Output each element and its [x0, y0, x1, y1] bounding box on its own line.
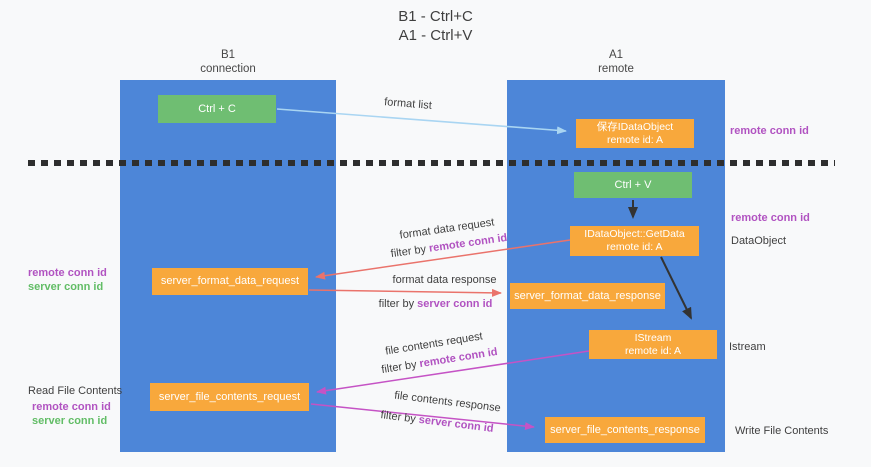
idataobject-getdata-box: IDataObject::GetData remote id: A	[570, 226, 699, 256]
arrow-format-list	[276, 108, 567, 135]
ctrl-c-label: Ctrl + C	[198, 102, 236, 115]
server-file-contents-response-box: server_file_contents_response	[545, 417, 705, 443]
lane-header-b1: B1 connection	[158, 48, 298, 76]
remote-conn-id-label-top-right: remote conn id	[730, 125, 809, 137]
idataobject-getdata-line2: remote id: A	[606, 241, 663, 253]
remote-conn-id-label-left-bottom: remote conn id	[32, 401, 111, 413]
lane-header-a1: A1 remote	[546, 48, 686, 76]
istream-line2: remote id: A	[624, 344, 682, 357]
filter-prefix: filter by	[378, 298, 418, 310]
remote-conn-id-label-left: remote conn id	[28, 267, 107, 279]
lane-b1-name: B1	[220, 49, 236, 61]
idataobject-getdata-line1: IDataObject::GetData	[584, 228, 685, 240]
server-file-contents-response-label: server_file_contents_response	[550, 423, 700, 436]
filter-by-server-conn-id-label-1: filter by server conn id	[378, 298, 493, 310]
istream-box: IStream remote id: A	[589, 330, 717, 359]
filter-highlight-server: server conn id	[417, 298, 493, 310]
save-idataobject-line1: 保存IDataObject	[596, 120, 674, 133]
save-idataobject-box: 保存IDataObject remote id: A	[576, 119, 694, 148]
server-file-contents-request-box: server_file_contents_request	[150, 383, 309, 411]
server-format-data-response-box: server_format_data_response	[510, 283, 665, 309]
diagram-title: B1 - Ctrl+C A1 - Ctrl+V	[0, 7, 871, 45]
server-conn-id-label-left: server conn id	[28, 281, 104, 293]
lane-a1-name: A1	[608, 49, 624, 61]
arrow-format-data-response	[308, 288, 502, 297]
istream-side-label: Istream	[729, 341, 766, 353]
diagram-title-line1: B1 - Ctrl+C	[398, 8, 473, 25]
arrow-file-contents-request	[316, 350, 590, 395]
arrow-getdata-to-istream	[660, 256, 692, 320]
istream-line1: IStream	[634, 331, 672, 344]
save-idataobject-line2: remote id: A	[606, 133, 664, 146]
lane-a1-subtitle: remote	[598, 63, 634, 75]
format-data-response-label: format data response	[392, 274, 497, 286]
server-format-data-request-box: server_format_data_request	[152, 268, 308, 295]
write-file-contents-label: Write File Contents	[735, 425, 829, 437]
read-file-contents-label: Read File Contents	[28, 385, 123, 397]
remote-conn-id-label-mid-right: remote conn id	[731, 212, 810, 224]
ctrl-v-label: Ctrl + V	[614, 178, 652, 191]
lane-b1-subtitle: connection	[200, 63, 256, 75]
dataobject-label: DataObject	[731, 235, 787, 247]
server-format-data-request-label: server_format_data_request	[160, 275, 300, 287]
ctrl-c-box: Ctrl + C	[158, 95, 276, 123]
arrow-file-contents-response	[310, 403, 535, 431]
dashed-divider	[28, 160, 835, 166]
server-conn-id-label-left-bottom: server conn id	[32, 415, 108, 427]
arrow-format-data-request	[315, 239, 571, 280]
server-file-contents-request-label: server_file_contents_request	[158, 390, 301, 403]
ctrl-v-box: Ctrl + V	[574, 172, 692, 198]
server-format-data-response-label: server_format_data_response	[514, 289, 661, 302]
diagram-title-line2: A1 - Ctrl+V	[398, 27, 473, 44]
